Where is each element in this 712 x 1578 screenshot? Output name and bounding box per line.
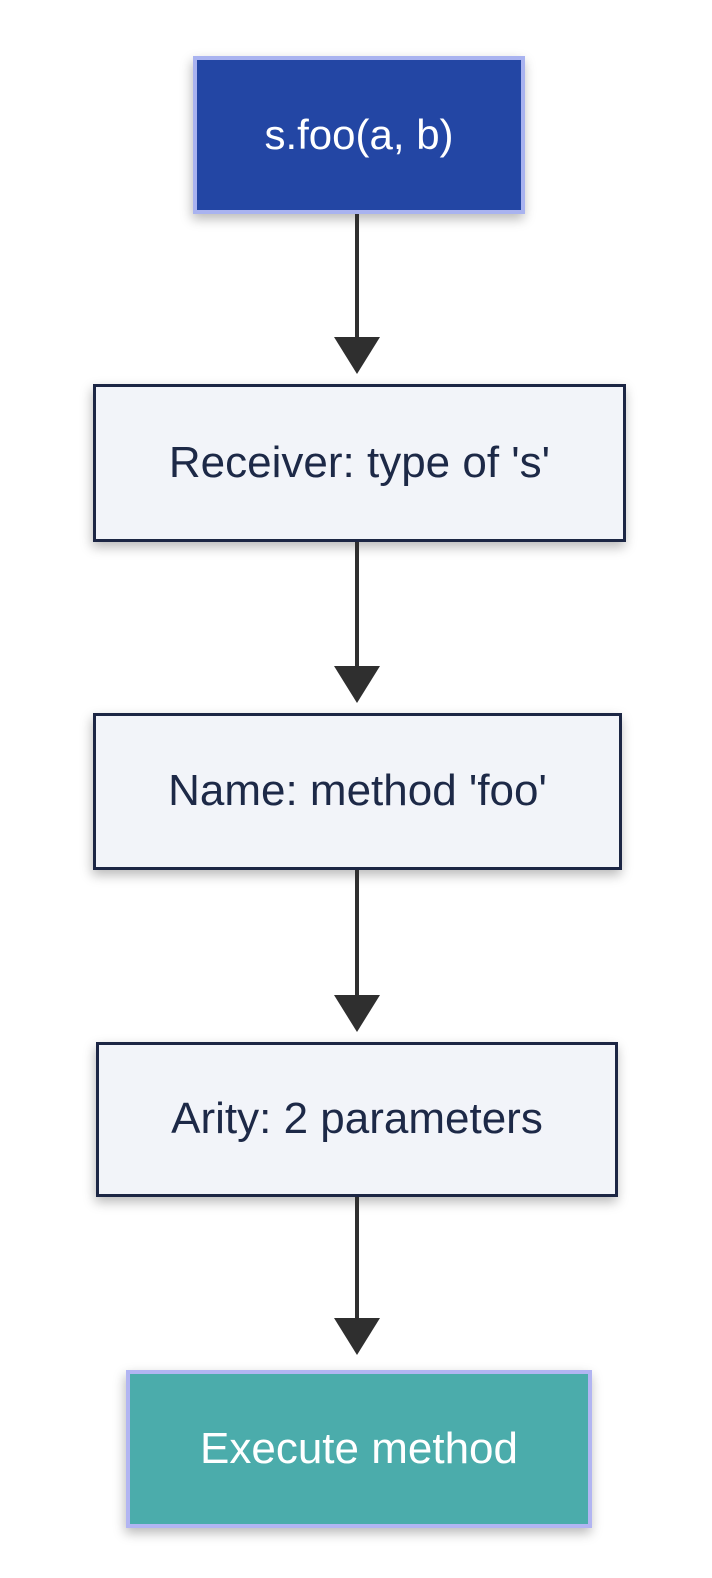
arrow-head-icon bbox=[334, 666, 380, 703]
arrow-head-icon bbox=[334, 995, 380, 1032]
arrow-shaft bbox=[355, 870, 359, 995]
arrow-shaft bbox=[355, 542, 359, 666]
node-arity: Arity: 2 parameters bbox=[96, 1042, 618, 1197]
arrow-call-to-receiver bbox=[334, 214, 380, 374]
arrow-name-to-arity bbox=[334, 870, 380, 1032]
arrow-shaft bbox=[355, 214, 359, 337]
node-method-name: Name: method 'foo' bbox=[93, 713, 622, 870]
arrow-head-icon bbox=[334, 337, 380, 374]
node-method-call: s.foo(a, b) bbox=[193, 56, 525, 214]
node-receiver: Receiver: type of 's' bbox=[93, 384, 626, 542]
arrow-head-icon bbox=[334, 1318, 380, 1355]
arrow-receiver-to-name bbox=[334, 542, 380, 703]
arrow-arity-to-execute bbox=[334, 1197, 380, 1355]
node-execute-method: Execute method bbox=[126, 1370, 592, 1528]
arrow-shaft bbox=[355, 1197, 359, 1318]
